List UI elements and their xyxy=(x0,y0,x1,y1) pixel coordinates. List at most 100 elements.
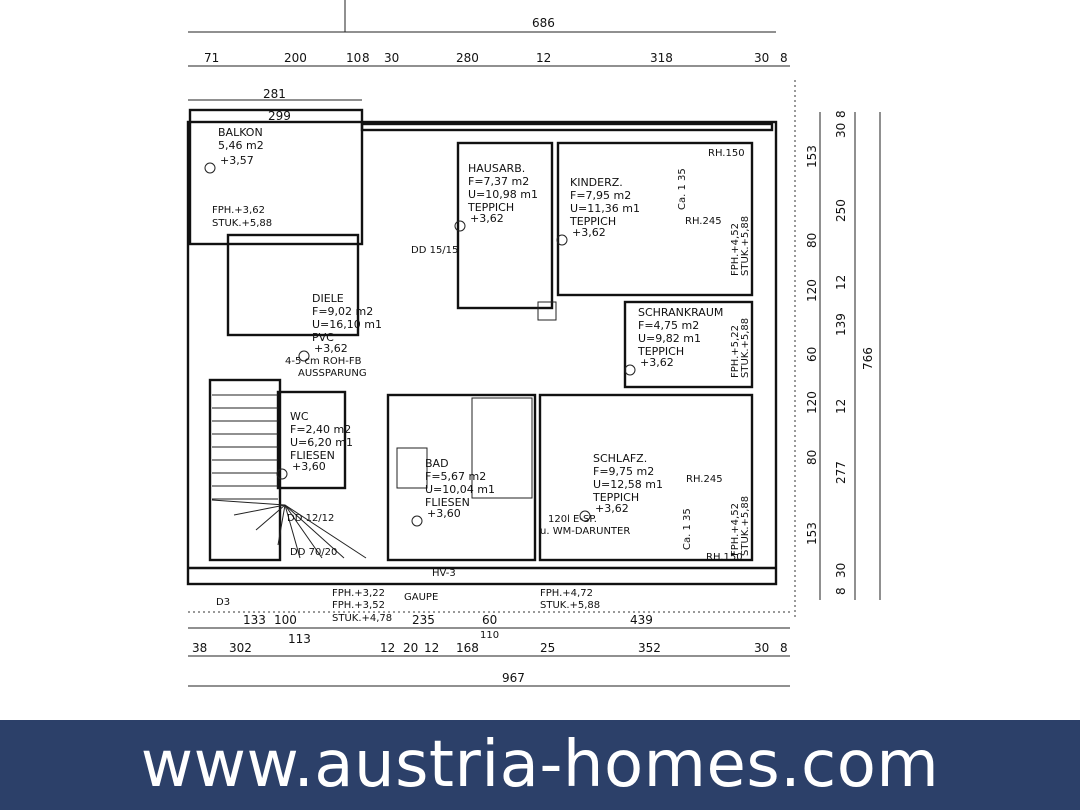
plan-annotation: RH.245 xyxy=(686,474,723,485)
level-marker-icon xyxy=(624,364,636,376)
dimension-label: 766 xyxy=(861,347,875,370)
room-detail: U=11,36 m1 xyxy=(570,202,640,215)
room-name: WC xyxy=(290,410,309,423)
plan-annotation: FPH.+4,52 xyxy=(730,223,741,276)
room-detail: U=10,04 m1 xyxy=(425,483,495,496)
room-detail: F=9,02 m2 xyxy=(312,305,373,318)
dimension-label: 8 xyxy=(362,51,370,65)
dimension-label: 200 xyxy=(284,51,307,65)
room-detail: TEPPICH xyxy=(592,491,639,504)
dimension-label: 12 xyxy=(536,51,551,65)
dimension-label: 10 xyxy=(346,51,361,65)
walls xyxy=(186,108,778,586)
dimension-label: 12 xyxy=(834,399,848,414)
room-detail: F=7,95 m2 xyxy=(570,189,631,202)
dimension-label: 8 xyxy=(834,587,848,595)
stairs xyxy=(211,394,367,559)
room-detail: U=6,20 m1 xyxy=(290,436,353,449)
dimension-label: 439 xyxy=(630,613,653,627)
level-marker-icon xyxy=(454,220,466,232)
dimension-label: 967 xyxy=(502,671,525,685)
dimension-label: 153 xyxy=(805,145,819,168)
dimension-label: 8 xyxy=(834,110,848,118)
dimension-label: 168 xyxy=(456,641,479,655)
plan-annotation: DD 70/20 xyxy=(290,547,337,558)
plan-annotation: STUK.+4,78 xyxy=(332,613,392,624)
dimension-label: 30 xyxy=(754,51,769,65)
plan-annotation: FPH.+4,72 xyxy=(540,588,593,599)
dimension-label: 38 xyxy=(192,641,207,655)
plan-annotation: DD 12/12 xyxy=(287,513,334,524)
room-detail: TEPPICH xyxy=(467,201,514,214)
dimension-label: 12 xyxy=(380,641,395,655)
website-url: www.austria-homes.com xyxy=(140,728,940,802)
dimension-label: 8 xyxy=(780,51,788,65)
room-level: +3,62 xyxy=(572,226,606,239)
dimension-label: 302 xyxy=(229,641,252,655)
room-detail: U=10,98 m1 xyxy=(468,188,538,201)
plan-annotation: RH.150 xyxy=(708,148,745,159)
dimension-label: 25 xyxy=(540,641,555,655)
plan-annotation: 4-5 cm ROH-FB xyxy=(285,356,362,367)
dimension-label: 120 xyxy=(805,279,819,302)
dimension-label: 60 xyxy=(482,613,497,627)
dimension-label: 30 xyxy=(754,641,769,655)
stair-step xyxy=(233,504,286,516)
dimension-label: 113 xyxy=(288,632,311,646)
room-name: HAUSARB. xyxy=(468,162,525,175)
room-detail: TEPPICH xyxy=(569,215,616,228)
stair-step xyxy=(277,504,286,546)
dimension-label: 80 xyxy=(805,233,819,248)
dimension-label: 280 xyxy=(456,51,479,65)
stair-step xyxy=(284,504,301,559)
level-marker-icon xyxy=(556,234,568,246)
dimension-label: 30 xyxy=(384,51,399,65)
level-marker-icon xyxy=(579,510,591,522)
dimension-label: 30 xyxy=(834,123,848,138)
room-detail: TEPPICH xyxy=(637,345,684,358)
plan-annotation: GAUPE xyxy=(404,592,438,603)
room-detail: U=9,82 m1 xyxy=(638,332,701,345)
website-banner: www.austria-homes.com xyxy=(0,720,1080,810)
plan-annotation: 120l E-SP. xyxy=(548,514,597,525)
stair-step xyxy=(211,499,286,506)
room-name: SCHRANKRAUM xyxy=(638,306,723,319)
room-detail: F=7,37 m2 xyxy=(468,175,529,188)
plan-annotation: STUK.+5,88 xyxy=(540,600,600,611)
plan-annotation: STUK.+5,88 xyxy=(212,218,272,229)
room-name: DIELE xyxy=(312,292,344,305)
room-name: BAD xyxy=(425,457,449,470)
room-detail: U=12,58 m1 xyxy=(593,478,663,491)
room-name: BALKON xyxy=(218,126,263,139)
dimension-label: 12 xyxy=(424,641,439,655)
room-level: +3,60 xyxy=(292,460,326,473)
plan-annotation: RH.150 xyxy=(706,552,743,563)
room-detail: F=9,75 m2 xyxy=(593,465,654,478)
room-detail: F=5,67 m2 xyxy=(425,470,486,483)
plan-annotation: Ca. 1 35 xyxy=(682,508,693,550)
room-level: +3,62 xyxy=(314,342,348,355)
plan-annotation: DD 15/15 xyxy=(411,245,458,256)
room-detail: F=4,75 m2 xyxy=(638,319,699,332)
dimension-label: 686 xyxy=(532,16,555,30)
level-marker-icon xyxy=(411,515,423,527)
stair-step xyxy=(284,504,345,559)
dimension-label: 281 xyxy=(263,87,286,101)
dimension-label: 352 xyxy=(638,641,661,655)
room-level: +3,57 xyxy=(220,154,254,167)
stair-step xyxy=(255,504,286,531)
dimension-label: 277 xyxy=(834,461,848,484)
plan-annotation: HV-3 xyxy=(432,568,456,579)
room-name: KINDERZ. xyxy=(570,176,623,189)
dimension-label: 80 xyxy=(805,450,819,465)
room-level: +3,62 xyxy=(470,212,504,225)
room-detail: F=2,40 m2 xyxy=(290,423,351,436)
room-level: +3,62 xyxy=(595,502,629,515)
dimension-label: 139 xyxy=(834,313,848,336)
dimension-label: 60 xyxy=(805,347,819,362)
dimension-label: 120 xyxy=(805,391,819,414)
dimension-label: 235 xyxy=(412,613,435,627)
plan-annotation: AUSSPARUNG xyxy=(298,368,367,379)
room-detail: FLIESEN xyxy=(290,449,335,462)
